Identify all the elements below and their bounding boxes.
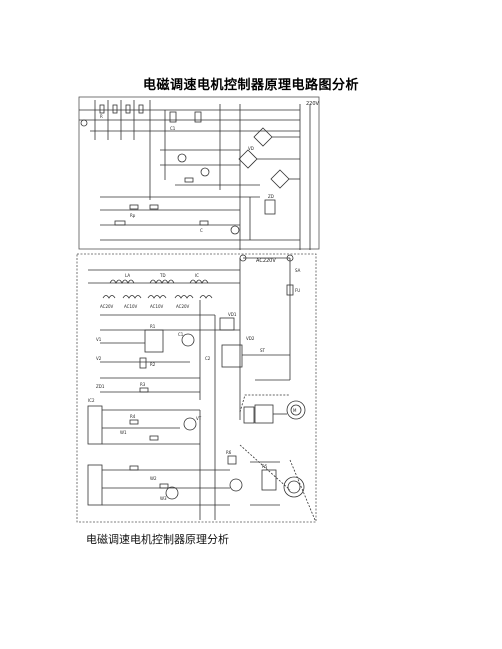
bottom-schematic-frame	[76, 253, 317, 523]
label-zd1: ZD1	[96, 384, 105, 389]
label-la: LA	[125, 273, 130, 278]
label-sa: SA	[295, 268, 301, 273]
label-r: R	[100, 114, 103, 119]
top-schematic-frame	[78, 96, 320, 250]
label-220v: 220V	[306, 101, 320, 107]
label-ic2: IC2	[88, 398, 95, 403]
page-title: 电磁调速电机控制器原理电路图分析	[142, 78, 359, 93]
label-ac10v-a: AC10V	[124, 304, 138, 309]
label-r6: R6	[226, 450, 232, 455]
label-ac20v-b: AC20V	[176, 304, 190, 309]
label-c: C	[200, 228, 203, 233]
label-ic: IC	[195, 273, 199, 278]
label-w2: W2	[150, 476, 157, 481]
label-c1-b: C1	[178, 332, 184, 337]
label-r2: R2	[150, 362, 156, 367]
figure-caption: 电磁调速电机控制器原理分析	[86, 533, 229, 546]
label-r4: R4	[130, 414, 136, 419]
label-w1: W1	[120, 430, 127, 435]
label-vd: VD	[248, 146, 254, 151]
label-v2: V2	[96, 356, 102, 361]
label-r5: R5	[262, 464, 268, 469]
label-v1: V1	[96, 337, 102, 342]
label-st: ST	[260, 348, 266, 353]
label-ac10v-b: AC10V	[150, 304, 164, 309]
label-ac20v-a: AC20V	[100, 304, 114, 309]
label-td: TD	[159, 273, 166, 278]
label-vd1: VD1	[228, 312, 237, 317]
label-rp: Rp	[130, 213, 136, 218]
label-r3: R3	[140, 382, 146, 387]
label-c1: C1	[170, 126, 176, 131]
label-w3: W3	[160, 496, 167, 501]
label-fu: FU	[295, 288, 300, 293]
label-c2: C2	[205, 356, 211, 361]
label-vd2: VD2	[246, 336, 255, 341]
label-m: M	[293, 408, 297, 413]
label-zd: ZD	[268, 194, 274, 199]
label-r1: R1	[150, 324, 156, 329]
label-vt: VT	[196, 416, 202, 421]
label-ac220v: AC220V	[256, 258, 276, 264]
